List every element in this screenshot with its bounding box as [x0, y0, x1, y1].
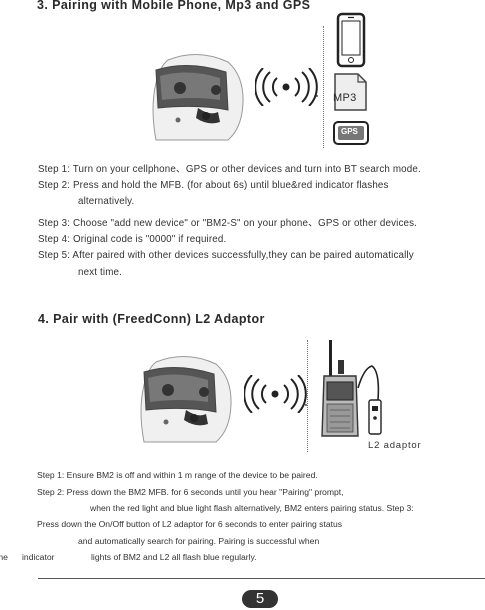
s3-step-2: Step 2: Press and hold the MFB. (for abo… [38, 180, 389, 191]
gps-device-icon: GPS [333, 121, 369, 145]
mp3-file-icon: MP3 [332, 72, 368, 112]
s3-step-5: Step 5: After paired with other devices … [38, 250, 414, 261]
devices-bracket [323, 26, 325, 148]
l2-adaptor-label: L2 adaptor [368, 440, 422, 451]
bluetooth-signal-icon-2 [244, 375, 307, 413]
gps-label: GPS [341, 127, 358, 136]
s4-step-3-cont: and automatically search for pairing. Pa… [78, 536, 320, 546]
s3-step-4: Step 4: Original code is "0000" if requi… [38, 234, 227, 245]
s4-step-3: Press down the On/Off button of L2 adapt… [37, 519, 343, 529]
s3-step-1: Step 1: Turn on your cellphone、GPS or ot… [38, 164, 421, 175]
footer-rule [38, 578, 485, 579]
s3-step-2-cont: alternatively. [78, 196, 135, 207]
helmet-illustration-2 [140, 356, 232, 443]
page-number: 5 [242, 590, 278, 608]
bluetooth-signal-icon [255, 68, 318, 106]
mp3-label: MP3 [333, 92, 357, 104]
helmet-illustration [152, 54, 244, 141]
section-4-title: 4. Pair with (FreedConn) L2 Adaptor [38, 312, 265, 326]
s4-step-2: Step 2: Press down the BM2 MFB. for 6 se… [37, 487, 344, 497]
s4-step-1: Step 1: Ensure BM2 is off and within 1 m… [37, 470, 318, 480]
s3-step-3: Step 3: Choose "add new device" or "BM2-… [38, 218, 418, 229]
s4-step-2-cont: when the red light and blue light flash … [90, 503, 414, 513]
s4-step-3-end: lights of BM2 and L2 all flash blue regu… [91, 552, 257, 562]
walkie-talkie-icon [321, 340, 382, 437]
section-3-title: 3. Pairing with Mobile Phone, Mp3 and GP… [37, 0, 311, 12]
phone-icon [336, 12, 366, 68]
s3-step-5-cont: next time. [78, 267, 122, 278]
s4-step-3-indicator: indicator [22, 552, 55, 562]
adaptor-bracket [307, 340, 309, 452]
s4-step-3-the: the [0, 552, 8, 562]
